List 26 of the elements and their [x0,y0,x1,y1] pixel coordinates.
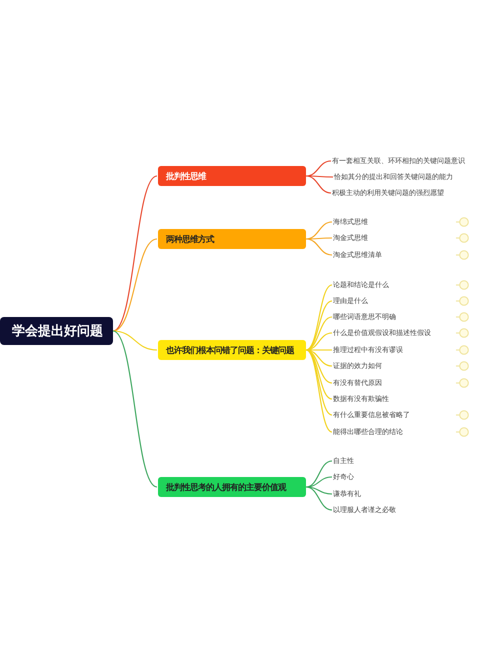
connector-line [306,349,332,400]
connector-line [306,349,332,384]
topic-box: 批判性思考的人拥有的主要价值观 [158,477,306,497]
connector-line [112,330,158,488]
connector-line [112,330,158,351]
connector-line [306,350,332,432]
connector-line [306,160,332,177]
connector-line [306,175,333,178]
connector-line [306,332,332,351]
connector-line [306,175,332,194]
connector-line [306,486,332,511]
connector-line [306,238,332,256]
topic-box: 两种思维方式 [158,229,306,249]
connector-line [306,237,332,240]
connector-line [306,460,332,488]
connector-line [306,316,332,351]
connector-line [306,300,332,351]
connector-line [112,238,158,332]
root-box: 学会提出好问题 [0,317,113,345]
connector-line [306,486,332,495]
topic-box: 也许我们根本问错了问题：关键问题 [158,340,306,360]
connector-line [306,221,332,240]
connector-line [306,284,332,350]
topic-box: 批判性思维 [158,166,306,186]
connector-line [306,476,332,488]
connector-line [112,176,158,332]
